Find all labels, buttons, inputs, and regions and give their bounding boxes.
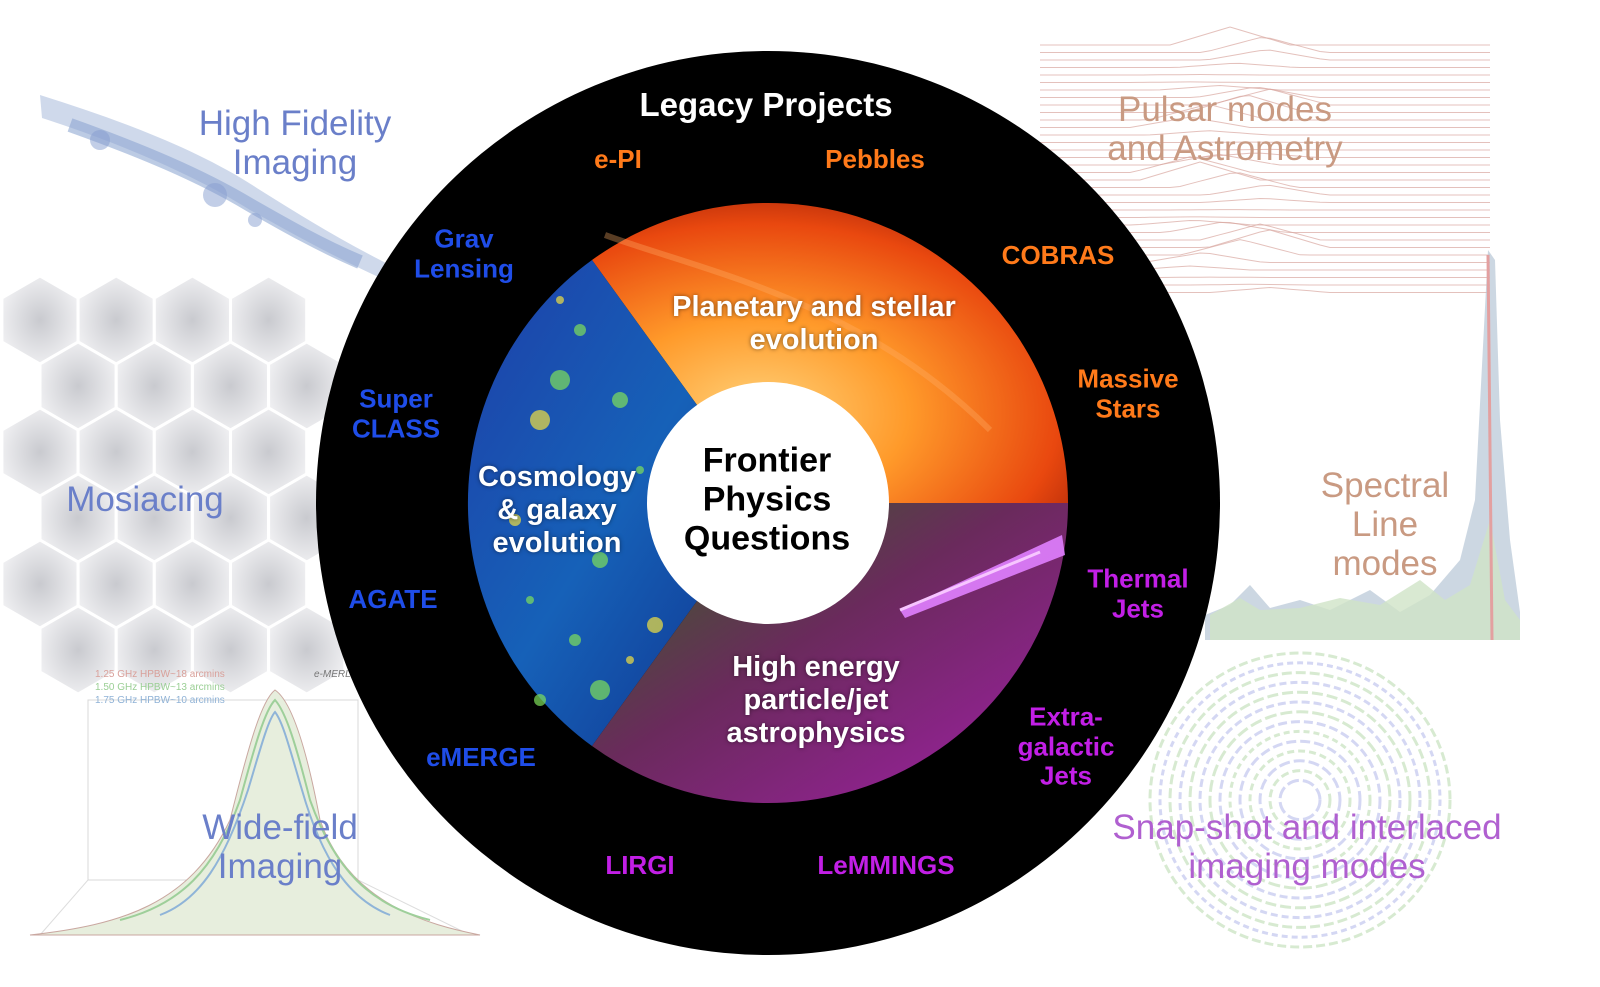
cosmology-blob: [590, 680, 610, 700]
project-agate: AGATE: [348, 584, 438, 615]
pulsar-trace: [1040, 49, 1490, 61]
project-lemmings: LeMMINGS: [817, 850, 955, 881]
uv-track: [1168, 671, 1432, 929]
cosmology-blob: [626, 656, 634, 664]
pulsar-trace: [1040, 197, 1490, 203]
pulsar-trace: [1040, 156, 1490, 173]
mosaicing-text: Mosiacing: [66, 480, 224, 519]
pulsar-trace: [1040, 73, 1490, 76]
high-fidelity-illustration: [40, 95, 390, 280]
segment-planetary: [592, 202, 1068, 503]
pulsar-trace: [1040, 88, 1490, 106]
segment-high-energy: [592, 503, 1068, 804]
legend-line-3: 1.75 GHz HPBW~10 arcmins: [95, 695, 225, 706]
cosmology-blob: [592, 552, 608, 568]
uv-track: [1248, 749, 1352, 851]
pulsar-trace: [1040, 104, 1490, 121]
pulsar-trace: [1040, 152, 1490, 158]
uv-track: [1178, 680, 1422, 920]
label-mosaicing: Mosiacing: [40, 480, 250, 519]
pulsar-trace: [1040, 26, 1490, 46]
segment-cosmology: [467, 260, 768, 746]
cosmology-blob: [534, 694, 546, 706]
inner-pie: [467, 202, 1068, 804]
uv-track: [1158, 661, 1442, 939]
pulsar-trace: [1040, 84, 1490, 91]
mosaicing-illustration: [0, 274, 347, 696]
cosmology-blob: [569, 634, 581, 646]
snapshot-illustration: [1148, 651, 1452, 949]
pulsar-trace: [1040, 172, 1490, 188]
pulsar-trace: [1040, 153, 1490, 166]
pulsar-trace: [1040, 116, 1490, 128]
cosmology-blob: [647, 617, 663, 633]
pulsar-trace: [1040, 148, 1490, 151]
pulsar-trace: [1040, 37, 1490, 53]
cosmology-blob: [612, 392, 628, 408]
cosmology-blob: [526, 596, 534, 604]
cosmology-texture: [509, 296, 663, 706]
legacy-title: Legacy Projects: [639, 86, 893, 123]
cosmology-blob: [636, 466, 644, 474]
project-cobras: COBRAS: [1001, 240, 1115, 271]
center-circle: [647, 382, 889, 624]
project-emerge: eMERGE: [426, 742, 536, 773]
uv-track: [1218, 720, 1382, 880]
cosmology-blob: [550, 370, 570, 390]
wide-field-legend: 1.25 GHz HPBW~18 arcmins 1.50 GHz HPBW~1…: [95, 668, 225, 707]
uv-track: [1238, 739, 1362, 861]
pulsar-trace: [1040, 184, 1490, 196]
cosmology-blob: [530, 410, 550, 430]
uv-track: [1278, 778, 1322, 822]
uv-track: [1148, 651, 1452, 949]
uv-track: [1198, 700, 1402, 900]
project-epi: e-PI: [594, 144, 642, 175]
project-lirgi: LIRGI: [605, 850, 675, 881]
project-pebbles: Pebbles: [825, 144, 925, 175]
pulsar-trace: [1040, 86, 1490, 98]
mosaic-hex: [267, 604, 347, 696]
cosmology-blob: [556, 296, 564, 304]
pulsar-trace: [1040, 95, 1490, 113]
wide-field-illustration: [29, 689, 481, 936]
cosmology-blob: [574, 324, 586, 336]
pulsar-trace: [1040, 161, 1490, 181]
legend-line-2: 1.50 GHz HPBW~13 arcmins: [95, 682, 225, 693]
uv-track: [1208, 710, 1392, 890]
spectral-illustration: [1205, 250, 1520, 641]
uv-track: [1228, 729, 1372, 871]
uv-track: [1268, 769, 1332, 831]
cosmology-blob: [509, 514, 521, 526]
wide-field-brand: e-MERL: [314, 669, 351, 680]
uv-track: [1188, 690, 1412, 910]
pulsar-trace: [1040, 81, 1490, 83]
legend-line-1: 1.25 GHz HPBW~18 arcmins: [95, 669, 225, 680]
pulsar-trace: [1040, 130, 1490, 136]
pulsar-trace: [1040, 62, 1490, 68]
uv-track: [1258, 759, 1342, 841]
